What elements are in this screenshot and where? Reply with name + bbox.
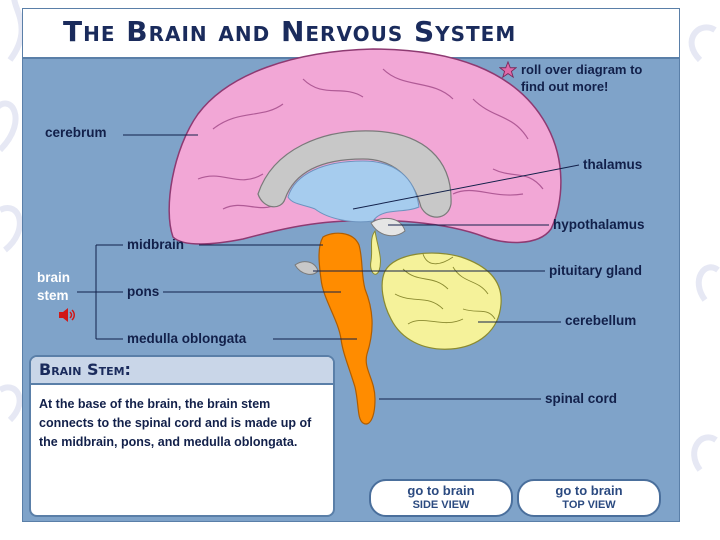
title-bar: The Brain and Nervous System	[23, 9, 679, 59]
top-view-button[interactable]: go to brain TOP VIEW	[517, 479, 661, 517]
side-view-line-2: SIDE VIEW	[412, 499, 470, 511]
speaker-icon[interactable]	[57, 307, 77, 323]
brain-diagram[interactable]	[23, 9, 679, 521]
side-view-line-1: go to brain	[407, 483, 475, 498]
info-panel: Brain Stem: At the base of the brain, th…	[29, 355, 335, 517]
label-midbrain[interactable]: midbrain	[127, 237, 185, 252]
side-view-button[interactable]: go to brain SIDE VIEW	[369, 479, 513, 517]
hint-line-1: roll over diagram to	[521, 62, 643, 77]
label-spinal-cord[interactable]: spinal cord	[545, 391, 618, 406]
brain-stem-line-2: stem	[37, 288, 69, 303]
label-cerebellum[interactable]: cerebellum	[565, 313, 637, 328]
label-thalamus[interactable]: thalamus	[583, 157, 643, 172]
brain-stem-line-1: brain	[37, 270, 71, 285]
rollover-hint: roll over diagram to find out more!	[499, 61, 679, 95]
info-text: At the base of the brain, the brain stem…	[39, 397, 312, 449]
top-view-line-2: TOP VIEW	[562, 499, 616, 511]
label-pituitary-gland[interactable]: pituitary gland	[549, 263, 643, 278]
label-cerebrum[interactable]: cerebrum	[45, 125, 107, 140]
app-frame: The Brain and Nervous System	[22, 8, 680, 522]
hint-line-2: find out more!	[521, 79, 609, 94]
label-medulla-oblongata[interactable]: medulla oblongata	[127, 331, 247, 346]
thalamus-region[interactable]	[257, 130, 452, 218]
hypothalamus-region[interactable]	[370, 217, 406, 237]
cerebellum-region[interactable]	[381, 252, 502, 350]
top-view-line-1: go to brain	[555, 483, 623, 498]
pituitary-region[interactable]	[370, 229, 381, 275]
info-heading: Brain Stem:	[39, 360, 131, 379]
label-pons[interactable]: pons	[127, 284, 160, 299]
ventricle-region	[287, 160, 420, 223]
star-icon	[499, 61, 517, 79]
brain-stem-region[interactable]	[318, 232, 376, 425]
pituitary-stalk	[294, 261, 319, 275]
page-title: The Brain and Nervous System	[63, 15, 517, 48]
label-hypothalamus[interactable]: hypothalamus	[553, 217, 645, 232]
label-brain-stem[interactable]: brain stem	[37, 269, 70, 305]
info-header: Brain Stem:	[31, 357, 333, 385]
